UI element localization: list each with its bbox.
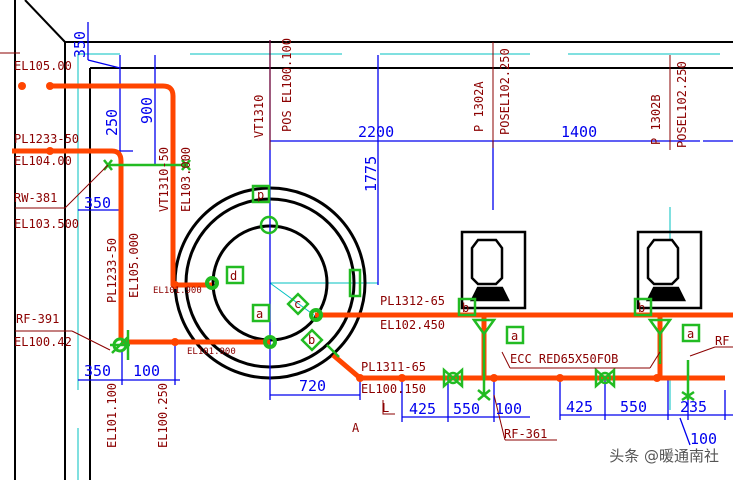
dim-100-a: 100 xyxy=(495,400,522,418)
label-el101900b: EL101.900 xyxy=(187,347,236,357)
building-walls xyxy=(14,0,733,480)
label-el101900a: EL101.900 xyxy=(153,286,202,296)
label-rf391: RF-391 xyxy=(16,312,59,326)
label-p1302a: P 1302A xyxy=(472,81,486,132)
tag-b: b xyxy=(308,333,315,347)
dim-425-a: 425 xyxy=(409,400,436,418)
label-el100150: EL100.150 xyxy=(361,382,426,396)
label-el102450: EL102.450 xyxy=(380,318,445,332)
label-el103500: EL103.500 xyxy=(14,217,79,231)
dim-100-b: 100 xyxy=(690,430,717,448)
dim-350-bottom: 350 xyxy=(84,362,111,380)
dim-2200: 2200 xyxy=(358,123,394,141)
section-marker: A xyxy=(352,421,360,435)
dim-900: 900 xyxy=(138,97,156,124)
dim-350-left: 350 xyxy=(84,194,111,212)
label-vt1310: VT1310 xyxy=(252,95,266,138)
tag-a-pump-b: a xyxy=(687,327,694,341)
dim-235: 235 xyxy=(680,398,707,416)
label-p1302b: P 1302B xyxy=(649,94,663,145)
label-el104: EL104.00 xyxy=(14,154,72,168)
fittings xyxy=(103,159,695,402)
pump-p1302a[interactable] xyxy=(460,230,527,310)
dim-550-a: 550 xyxy=(453,400,480,418)
dim-350-top: 350 xyxy=(71,31,89,58)
label-el105000: EL105.000 xyxy=(127,233,141,298)
label-pl1233-v: PL1233-50 xyxy=(105,238,119,303)
label-pl1311: PL1311-65 xyxy=(361,360,426,374)
dim-1400: 1400 xyxy=(561,123,597,141)
label-vt1310-50: VT1310-50 xyxy=(157,147,171,212)
label-pl1233-top: PL1233-50 xyxy=(14,132,79,146)
tag-boxes xyxy=(225,184,701,352)
label-rf361: RF-361 xyxy=(504,427,547,441)
label-el101100: EL101.100 xyxy=(105,383,119,448)
label-rf-right: RF xyxy=(715,334,729,348)
label-pos-a: POSEL102.250 xyxy=(498,48,512,135)
tag-p: p xyxy=(257,188,264,202)
label-pos-el100100: POS EL100.100 xyxy=(280,38,294,132)
tag-c: c xyxy=(294,297,301,311)
dim-720: 720 xyxy=(299,377,326,395)
label-el10042: EL100.42 xyxy=(14,335,72,349)
dimension-lines xyxy=(78,22,733,446)
label-L: L xyxy=(382,401,389,415)
dim-1775: 1775 xyxy=(362,156,380,192)
dim-425-b: 425 xyxy=(566,398,593,416)
label-pl1312: PL1312-65 xyxy=(380,294,445,308)
tag-b-pump-a: b xyxy=(462,301,469,315)
tag-d: d xyxy=(230,269,237,283)
pipe-nodes xyxy=(18,82,661,382)
tag-a-pump-a: a xyxy=(511,329,518,343)
watermark: 头条 @暖通南社 xyxy=(609,447,719,465)
dim-550-b: 550 xyxy=(620,398,647,416)
label-pos-b: POSEL102.250 xyxy=(675,61,689,148)
label-el100250: EL100.250 xyxy=(156,383,170,448)
label-el103000: EL103.000 xyxy=(179,147,193,212)
label-rw381: RW-381 xyxy=(14,191,57,205)
label-ecc: ECC RED65X50FOB xyxy=(510,352,618,366)
dim-100-bottom: 100 xyxy=(133,362,160,380)
dim-250: 250 xyxy=(103,109,121,136)
leader-lines xyxy=(0,40,733,441)
tag-b-pump-b: b xyxy=(638,301,645,315)
label-el105: EL105.00 xyxy=(14,59,72,73)
tag-a: a xyxy=(256,307,263,321)
pump-p1302b[interactable] xyxy=(636,230,703,310)
